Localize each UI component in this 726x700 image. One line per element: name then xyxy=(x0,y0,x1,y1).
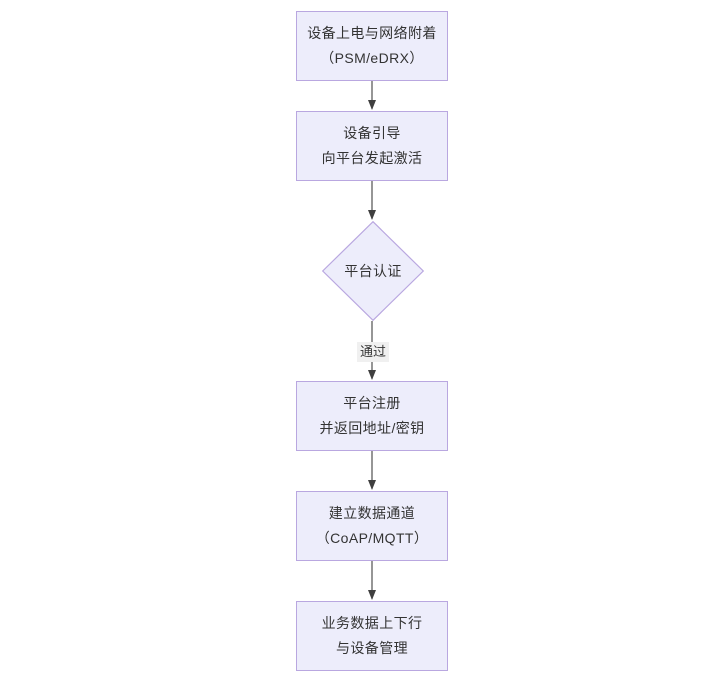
node-platform-registration[interactable]: 平台注册 并返回地址/密钥 xyxy=(296,381,448,451)
node-device-bootstrap[interactable]: 设备引导 向平台发起激活 xyxy=(296,111,448,181)
node-business-data-and-device-management[interactable]: 业务数据上下行 与设备管理 xyxy=(296,601,448,671)
node-label-line: 设备引导 xyxy=(343,125,401,141)
node-label-line: （PSM/eDRX） xyxy=(320,50,424,66)
node-label-line: 设备上电与网络附着 xyxy=(307,25,437,41)
node-label-line: （CoAP/MQTT） xyxy=(315,530,429,546)
node-label-line: 业务数据上下行 xyxy=(321,615,423,631)
node-label-line: 与设备管理 xyxy=(336,640,408,656)
diamond-shape-icon xyxy=(322,221,424,321)
edge-label-pass: 通过 xyxy=(356,342,390,362)
node-label-line: 向平台发起激活 xyxy=(321,150,423,166)
node-device-power-on[interactable]: 设备上电与网络附着 （PSM/eDRX） xyxy=(296,11,448,81)
decision-platform-authentication[interactable]: 平台认证 xyxy=(322,221,424,321)
node-label-line: 平台注册 xyxy=(343,395,401,411)
node-label-line: 建立数据通道 xyxy=(328,505,416,521)
node-label-line: 并返回地址/密钥 xyxy=(319,420,425,436)
decision-label: 平台认证 xyxy=(344,263,402,279)
node-establish-data-channel[interactable]: 建立数据通道 （CoAP/MQTT） xyxy=(296,491,448,561)
